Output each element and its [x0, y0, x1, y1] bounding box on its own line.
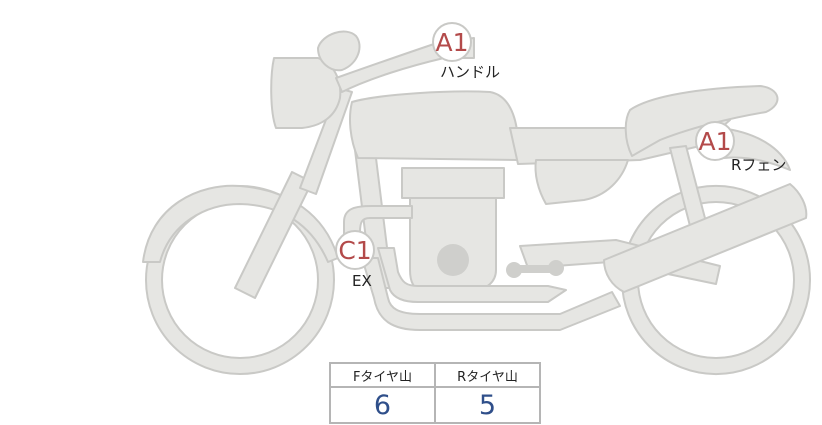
marker-handlebar: A1 ハンドル: [432, 22, 500, 81]
marker-code: A1: [435, 28, 468, 57]
tire-tread-value-row: 6 5: [329, 386, 541, 424]
fuel-tank: [349, 90, 520, 161]
air-box: [401, 167, 505, 199]
tail-cowl: [624, 85, 779, 157]
marker-circle: [335, 230, 375, 270]
rear-tire-tread-value: 5: [434, 386, 541, 424]
engine-cover: [437, 244, 469, 276]
tire-tread-table: Fタイヤ山 Rタイヤ山 6 5: [329, 362, 541, 424]
marker-label: ハンドル: [440, 63, 500, 81]
front-tire-tread-value: 6: [329, 386, 436, 424]
marker-rear-fender: A1 Rフェン: [695, 121, 786, 174]
marker-circle: [432, 22, 472, 62]
side-cover: [534, 159, 629, 205]
exhaust-pipe-lower: [361, 257, 621, 331]
tire-tread-header-row: Fタイヤ山 Rタイヤ山: [329, 362, 541, 388]
front-tire-tread-header: Fタイヤ山: [329, 362, 436, 388]
marker-code: A1: [698, 127, 731, 156]
marker-circle: [695, 121, 735, 161]
marker-exhaust: C1 EX: [335, 230, 375, 290]
rear-tire-tread-header: Rタイヤ山: [434, 362, 541, 388]
headlight: [270, 57, 342, 129]
muffler: [603, 183, 808, 293]
rear-fender: [719, 127, 791, 171]
footpeg: [506, 260, 564, 278]
marker-label: EX: [352, 272, 372, 290]
marker-label: Rフェン: [731, 156, 786, 174]
front-fender: [142, 184, 339, 263]
exhaust-pipe-inner: [377, 247, 567, 303]
mirror: [317, 30, 361, 72]
rear-tire: [621, 185, 811, 375]
marker-code: C1: [338, 236, 371, 265]
